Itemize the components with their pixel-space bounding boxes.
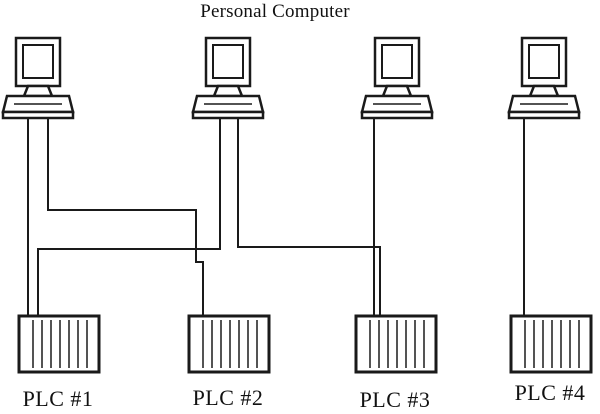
computer-icon-1 [1,36,75,120]
plc-unit-2 [187,314,271,374]
diagram-title: Personal Computer [200,1,350,22]
computer-icon-3 [360,36,434,120]
plc-label-1: PLC #1 [22,386,94,411]
link-pc1-plc2 [47,118,204,340]
plc-unit-4 [509,314,593,374]
plc-label-4: PLC #4 [514,380,586,405]
plc-label-2: PLC #2 [192,385,264,410]
computer-icon-4 [507,36,581,120]
plc-unit-1 [17,314,101,374]
computer-icon-2 [191,36,265,120]
plc-label-3: PLC #3 [359,387,431,412]
plc-unit-3 [354,314,438,374]
link-pc2-plc1 [37,118,221,340]
